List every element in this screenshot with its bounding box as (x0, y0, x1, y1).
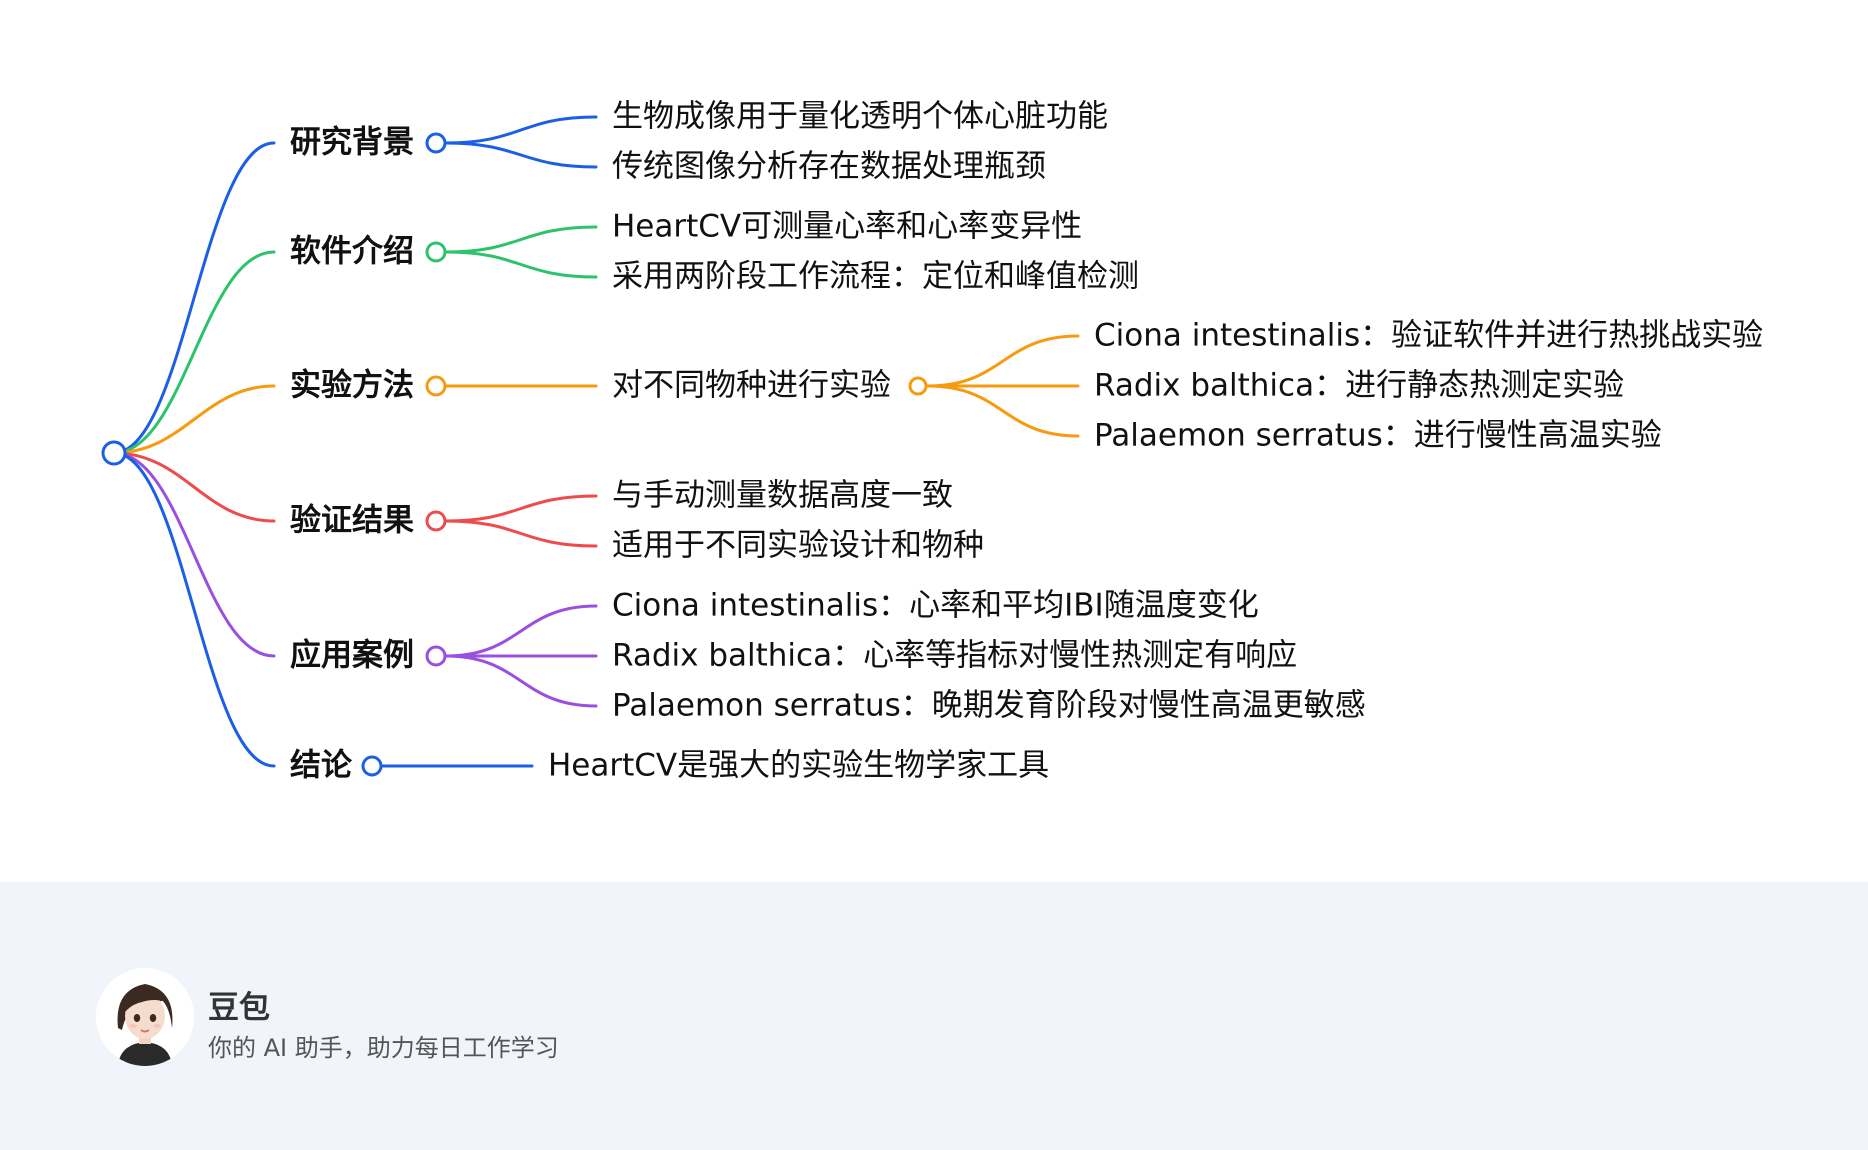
leaf-validation-1: 与手动测量数据高度一致 (612, 477, 953, 514)
branch-label-software: 软件介绍 (290, 233, 414, 270)
connector-validation-2 (444, 519, 598, 548)
connector-methods-sub-1 (926, 334, 1080, 388)
leaf-methods-1-species-3: Palaemon serratus：进行慢性高温实验 (1094, 417, 1662, 454)
connector-validation-1 (444, 494, 598, 523)
branch-label-cases: 应用案例 (290, 637, 414, 674)
brand-name: 豆包 (208, 990, 270, 1026)
branch-label-background: 研究背景 (290, 124, 414, 161)
leaf-methods-1-species-2: Radix balthica：进行静态热测定实验 (1094, 367, 1625, 404)
leaf-methods-1: 对不同物种进行实验 (612, 367, 891, 404)
branch-node-methods[interactable] (425, 375, 447, 397)
connector-root-software (112, 250, 276, 455)
branch-node-background[interactable] (425, 132, 447, 154)
leaf-cases-3: Palaemon serratus：晚期发育阶段对慢性高温更敏感 (612, 687, 1366, 724)
branch-label-validation: 验证结果 (290, 502, 414, 539)
connector-root-cases (112, 451, 276, 658)
branch-node-validation[interactable] (425, 510, 447, 532)
connector-root-methods (112, 384, 276, 455)
branch-label-conclusion: 结论 (290, 747, 352, 784)
branch-node-conclusion[interactable] (361, 755, 383, 777)
connector-software-1 (444, 225, 598, 254)
leaf-background-1: 生物成像用于量化透明个体心脏功能 (612, 98, 1108, 135)
mindmap-canvas: 研究背景 软件介绍 实验方法 验证结果 应用案例 结论 生物成像用于量化透明个体… (101, 98, 1764, 784)
connector-software-2 (444, 250, 598, 279)
leaf-conclusion-1: HeartCV是强大的实验生物学家工具 (548, 747, 1050, 784)
branch-label-methods: 实验方法 (290, 367, 414, 404)
mindmap-links (101, 115, 1080, 777)
connector-background-2 (444, 141, 598, 169)
leaf-software-2: 采用两阶段工作流程：定位和峰值检测 (612, 258, 1139, 295)
leaf-validation-2: 适用于不同实验设计和物种 (612, 527, 984, 564)
branch-node-software[interactable] (425, 241, 447, 263)
connector-root-validation (112, 451, 276, 523)
connector-background-1 (444, 115, 598, 145)
footer-banner (0, 882, 1868, 1150)
connector-cases-1 (444, 604, 598, 658)
connector-cases-3 (444, 654, 598, 708)
sub-node-methods[interactable] (908, 376, 928, 396)
connector-methods-sub-3 (926, 384, 1080, 438)
leaf-methods-1-species-1: Ciona intestinalis：验证软件并进行热挑战实验 (1094, 317, 1764, 354)
leaf-cases-1: Ciona intestinalis：心率和平均IBI随温度变化 (612, 587, 1259, 624)
root-node[interactable] (101, 440, 127, 466)
leaf-software-1: HeartCV可测量心率和心率变异性 (612, 208, 1083, 245)
avatar-portrait-icon (96, 968, 194, 1066)
connector-root-background (112, 141, 276, 455)
brand-tagline: 你的 AI 助手，助力每日工作学习 (208, 1034, 559, 1062)
avatar (96, 968, 194, 1066)
connector-root-conclusion (112, 451, 276, 768)
leaf-background-2: 传统图像分析存在数据处理瓶颈 (612, 148, 1046, 185)
branch-node-cases[interactable] (425, 645, 447, 667)
leaf-cases-2: Radix balthica：心率等指标对慢性热测定有响应 (612, 637, 1298, 674)
